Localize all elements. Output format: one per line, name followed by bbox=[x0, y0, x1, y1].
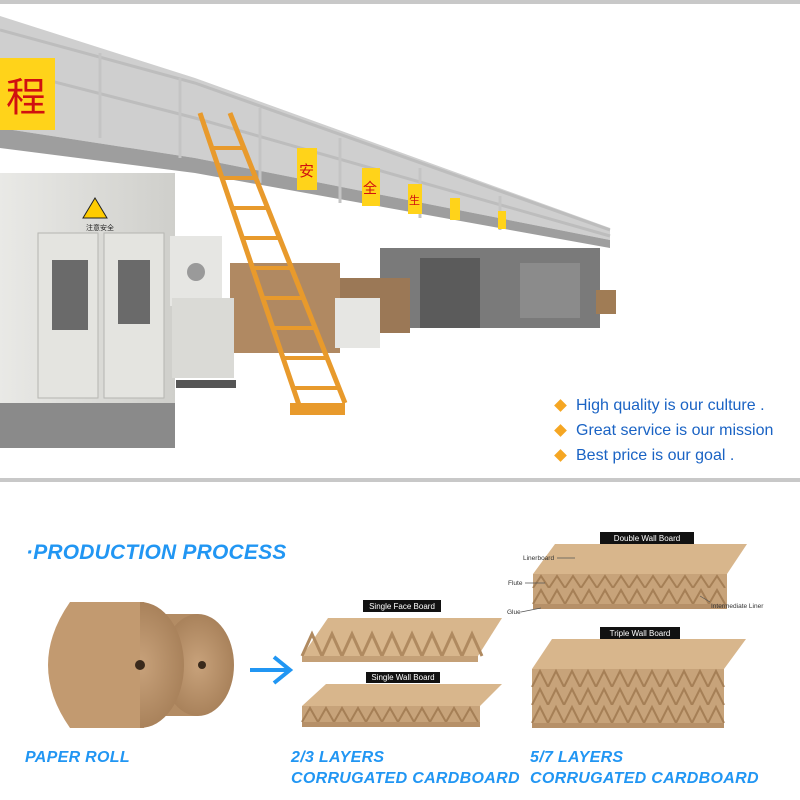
diamond-bullet-icon bbox=[554, 399, 567, 412]
caption-57-layers: 5/7 LAYERS CORRUGATED CARDBOARD bbox=[530, 747, 759, 789]
triple-wall-board-diagram: Triple Wall Board bbox=[531, 627, 746, 728]
slogan-item: Best price is our goal . bbox=[553, 443, 773, 468]
caption-57-line1: 5/7 LAYERS bbox=[530, 749, 624, 766]
caption-23-line2: CORRUGATED CARDBOARD bbox=[291, 770, 520, 787]
banner-char-3: 全 bbox=[363, 180, 377, 197]
single-face-board-diagram: Single Face Board bbox=[300, 600, 502, 662]
caption-23-layers: 2/3 LAYERS CORRUGATED CARDBOARD bbox=[291, 747, 520, 789]
production-line-photo: 程 安 全 生 注意安全 bbox=[0, 16, 616, 448]
label-triple-wall: Triple Wall Board bbox=[610, 629, 671, 638]
top-divider bbox=[0, 0, 800, 4]
banner-char-1: 程 bbox=[6, 75, 46, 121]
label-single-wall: Single Wall Board bbox=[371, 673, 434, 682]
banner-char-4: 生 bbox=[409, 193, 420, 207]
machine-sign: 注意安全 bbox=[86, 223, 114, 232]
double-wall-board-diagram: Double Wall Board Linerboard Flute Glue … bbox=[507, 532, 764, 616]
warning-triangle-icon bbox=[82, 197, 108, 219]
label-linerboard: Linerboard bbox=[523, 555, 554, 562]
banner-char-2: 安 bbox=[299, 162, 314, 180]
caption-paper-roll: PAPER ROLL bbox=[25, 747, 130, 768]
label-single-face: Single Face Board bbox=[369, 602, 435, 611]
diamond-bullet-icon bbox=[554, 424, 567, 437]
paper-roll-image bbox=[48, 602, 234, 728]
caption-57-line2: CORRUGATED CARDBOARD bbox=[530, 770, 759, 787]
slogan-list: High quality is our culture . Great serv… bbox=[553, 393, 773, 468]
single-wall-board-diagram: Single Wall Board bbox=[301, 672, 502, 727]
arrow-right-icon bbox=[250, 655, 294, 685]
slogan-text: Best price is our goal . bbox=[576, 446, 735, 464]
slogan-item: High quality is our culture . bbox=[553, 393, 773, 418]
middle-divider bbox=[0, 478, 800, 482]
slogan-text: High quality is our culture . bbox=[576, 396, 765, 414]
diamond-bullet-icon bbox=[554, 449, 567, 462]
label-double-wall: Double Wall Board bbox=[614, 534, 680, 543]
caption-23-line1: 2/3 LAYERS bbox=[291, 749, 385, 766]
label-intermediate-liner: Intermediate Liner bbox=[711, 603, 764, 610]
caption-paper-roll-text: PAPER ROLL bbox=[25, 749, 130, 766]
slogan-item: Great service is our mission bbox=[553, 418, 773, 443]
label-flute: Flute bbox=[508, 580, 523, 587]
section-title: ·PRODUCTION PROCESS bbox=[26, 541, 287, 564]
label-glue: Glue bbox=[507, 609, 521, 616]
slogan-text: Great service is our mission bbox=[576, 421, 774, 439]
